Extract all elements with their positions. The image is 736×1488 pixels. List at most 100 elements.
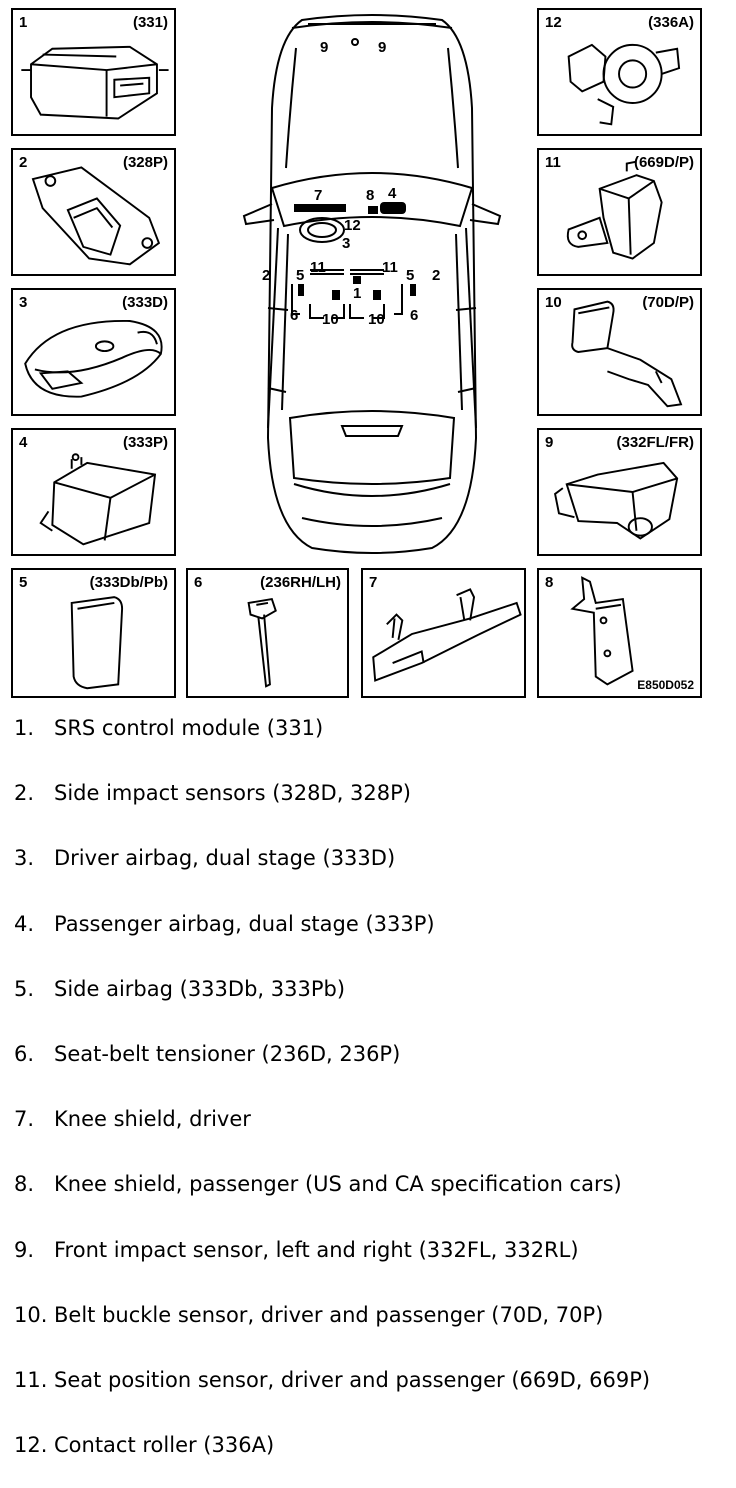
panel-code: (332FL/FR) — [616, 434, 694, 451]
panel-driver-airbag: 3 (333D) — [11, 288, 176, 416]
car-label-front-left: 9 — [320, 39, 328, 56]
panel-front-impact-sensor: 9 (332FL/FR) — [537, 428, 702, 556]
legend-text: Passenger airbag, dual stage (333P) — [54, 911, 435, 936]
legend-number: 2. — [14, 781, 35, 806]
car-label-side-airbag-right: 5 — [406, 267, 414, 284]
car-label-passenger-airbag: 4 — [388, 185, 397, 202]
panel-code: (328P) — [122, 154, 168, 171]
passenger-airbag-marker — [380, 202, 406, 214]
belt-tensioner-drawing — [247, 597, 277, 688]
panel-contact-roller: 12 (336A) — [537, 8, 702, 136]
panel-srs-module: 1 (331) — [11, 8, 176, 136]
steering-wheel — [299, 217, 345, 243]
panel-code: (236RH/LH) — [260, 574, 341, 591]
buckle-marker-left — [332, 290, 340, 300]
legend-text: Side impact sensors (328D, 328P) — [54, 781, 411, 806]
legend-text: SRS control module (331) — [54, 716, 324, 740]
legend-number: 11. — [14, 1367, 48, 1392]
panel-number: 9 — [545, 434, 554, 451]
panel-number: 2 — [19, 154, 28, 171]
panel-code: (336A) — [648, 14, 694, 31]
panel-number: 11 — [545, 154, 561, 171]
component-legend: 1.SRS control module (331) 2. Side impact… — [14, 706, 734, 1488]
module-marker — [353, 276, 361, 284]
seat-position-sensor-drawing — [566, 160, 663, 260]
car-label-side-left: 2 — [262, 267, 270, 284]
side-airbag-marker-right — [410, 284, 416, 296]
panel-number: 7 — [369, 574, 378, 591]
panel-number: 6 — [194, 574, 203, 591]
panel-number: 3 — [19, 294, 28, 311]
side-airbag-drawing — [70, 596, 124, 690]
legend-text: Knee shield, driver — [54, 1107, 251, 1132]
legend-item: 12.Contact roller (336A) — [14, 1423, 734, 1488]
car-body-outline — [266, 14, 478, 554]
car-label-front-right: 9 — [378, 39, 386, 56]
car-label-buckle-left: 10 — [322, 311, 339, 328]
legend-number: 4. — [14, 911, 35, 936]
car-label-seat-right: 11 — [382, 259, 398, 276]
contact-roller-drawing — [567, 43, 681, 126]
legend-number: 5. — [14, 976, 35, 1001]
knee-shield-passenger-marker — [368, 206, 378, 214]
legend-text: Side airbag (333Db, 333Pb) — [54, 976, 346, 1001]
panel-code: (333Db/Pb) — [89, 574, 168, 591]
panel-seat-position-sensor: 11 (669D/P) — [537, 148, 702, 276]
legend-number: 7. — [14, 1107, 35, 1132]
knee-shield-driver-marker — [294, 204, 346, 212]
car-label-side-right: 2 — [432, 267, 440, 284]
panel-belt-buckle-sensor: 10 (70D/P) — [537, 288, 702, 416]
legend-item: 8. Knee shield, passenger (US and CA spec… — [14, 1162, 734, 1227]
car-label-driver-airbag: 3 — [342, 235, 350, 252]
panel-side-impact-sensor: 2 (328P) — [11, 148, 176, 276]
panel-code: (669D/P) — [633, 154, 694, 171]
legend-text: Driver airbag, dual stage (333D) — [54, 846, 396, 871]
car-label-side-airbag-left: 5 — [296, 267, 304, 284]
car-label-tensioner-left: 6 — [290, 307, 298, 324]
legend-item: 6. Seat-belt tensioner (236D, 236P) — [14, 1032, 734, 1097]
legend-item: 4. Passenger airbag, dual stage (333P) — [14, 902, 734, 967]
panel-number: 4 — [19, 434, 28, 451]
car-label-contact-roller: 12 — [344, 217, 361, 234]
panel-code: (70D/P) — [642, 294, 694, 311]
panel-number: 10 — [545, 294, 562, 311]
panel-code: (331) — [132, 14, 168, 31]
car-top-view-diagram: 9 9 7 8 4 12 3 11 11 2 2 5 5 1 6 6 10 10 — [242, 14, 502, 554]
belt-buckle-sensor-drawing — [571, 300, 683, 408]
panel-passenger-airbag: 4 (333P) — [11, 428, 176, 556]
driver-airbag-drawing — [24, 320, 163, 398]
knee-shield-driver-drawing — [372, 588, 522, 682]
buckle-marker-right — [373, 290, 381, 300]
car-label-tensioner-right: 6 — [410, 307, 418, 324]
legend-text: Knee shield, passenger (US and CA specif… — [54, 1172, 622, 1197]
legend-item: 5. Side airbag (333Db, 333Pb) — [14, 967, 734, 1032]
legend-number: 10. — [14, 1302, 48, 1327]
panel-belt-tensioner: 6 (236RH/LH) — [186, 568, 349, 698]
legend-item: 2. Side impact sensors (328D, 328P) — [14, 771, 734, 836]
legend-text: Seat-belt tensioner (236D, 236P) — [54, 1041, 401, 1066]
front-impact-sensor-drawing — [554, 461, 679, 540]
panel-knee-shield-driver: 7 — [361, 568, 526, 698]
panel-number: 8 — [545, 574, 554, 591]
legend-item: 10.Belt buckle sensor, driver and passen… — [14, 1293, 734, 1358]
car-label-module: 1 — [353, 285, 361, 302]
legend-item: 9. Front impact sensor, left and right (3… — [14, 1228, 734, 1293]
legend-item: 3.Driver airbag, dual stage (333D) — [14, 836, 734, 901]
legend-text: Front impact sensor, left and right (332… — [54, 1237, 579, 1262]
car-label-knee-passenger: 8 — [366, 187, 374, 204]
srs-module-drawing — [21, 45, 169, 120]
legend-number: 9. — [14, 1237, 35, 1262]
side-airbag-marker-left — [298, 284, 304, 296]
panel-knee-shield-passenger: 8 E850D052 — [537, 568, 702, 698]
panel-number: 1 — [19, 14, 28, 31]
knee-shield-passenger-drawing — [570, 576, 634, 686]
legend-item: 1.SRS control module (331) — [14, 706, 734, 771]
legend-number: 8. — [14, 1172, 35, 1197]
figure-reference-code: E850D052 — [637, 678, 694, 692]
rear-window — [288, 410, 456, 485]
legend-text: Seat position sensor, driver and passeng… — [54, 1367, 651, 1392]
panel-code: (333P) — [122, 434, 168, 451]
legend-text: Belt buckle sensor, driver and passenger… — [54, 1302, 604, 1327]
legend-number: 6. — [14, 1041, 35, 1066]
legend-item: 11.Seat position sensor, driver and pass… — [14, 1358, 734, 1423]
